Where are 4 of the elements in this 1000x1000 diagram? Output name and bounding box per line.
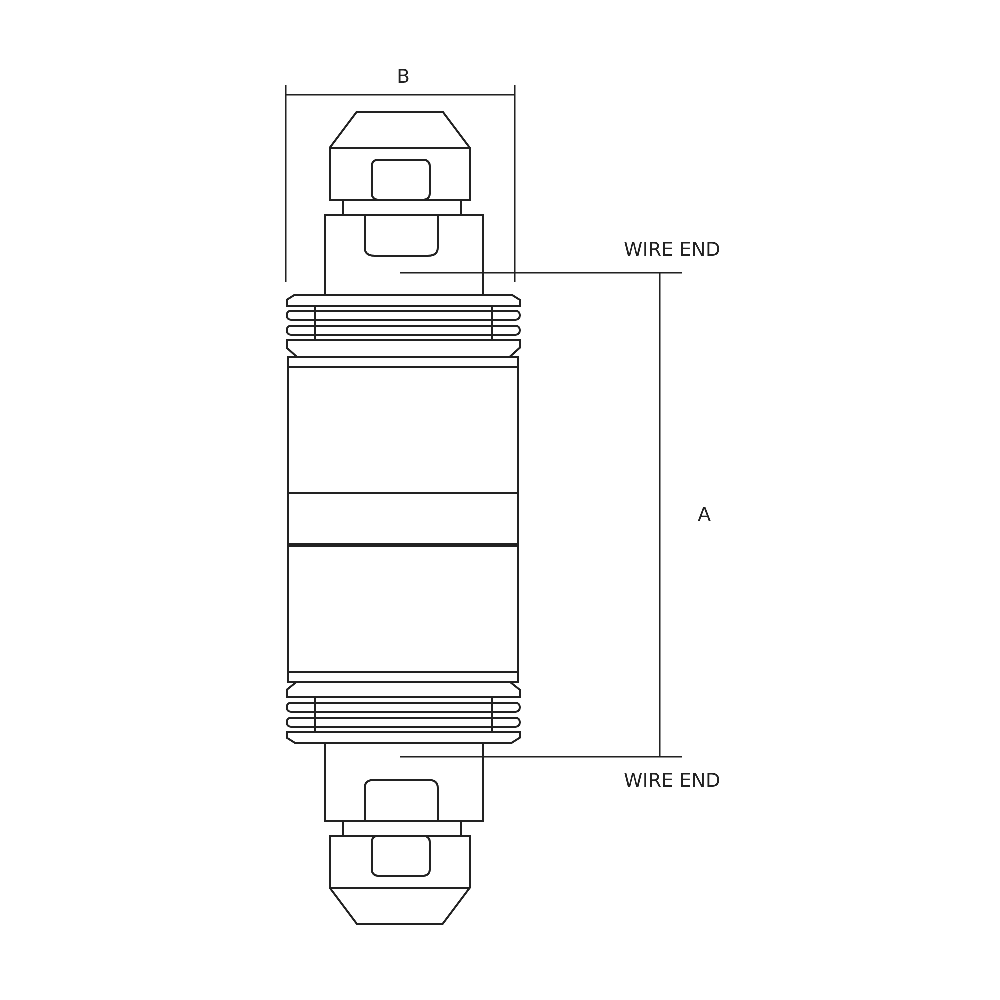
dimension-label: A (698, 506, 711, 525)
wire-end-label: WIRE END (624, 241, 720, 260)
wire-end-label: WIRE END (624, 772, 720, 791)
dimension-label: B (397, 68, 410, 87)
